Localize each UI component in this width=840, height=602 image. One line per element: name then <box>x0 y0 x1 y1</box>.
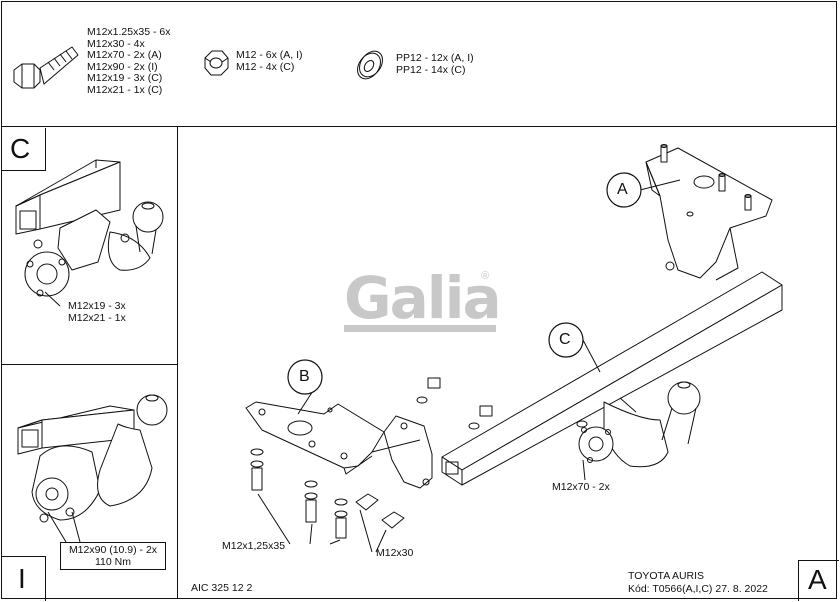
bolt-b2-label: M12x30 <box>376 547 414 559</box>
panel-a-box <box>798 560 839 601</box>
panel-c-box <box>1 128 46 171</box>
panel-c-letter: C <box>10 133 31 164</box>
nut-spec: M12 - 6x (A, I) <box>236 49 303 61</box>
panel-c-bolt-spec: M12x19 - 3x <box>68 300 126 312</box>
panel-i-torque-box: M12x90 (10.9) - 2x 110 Nm <box>60 542 166 570</box>
bolt-list: M12x1.25x35 - 6x M12x30 - 4x M12x70 - 2x… <box>87 26 171 96</box>
washer-list: PP12 - 12x (A, I) PP12 - 14x (C) <box>396 52 474 76</box>
callout-b-circle <box>287 359 323 395</box>
callout-c-circle <box>548 322 584 358</box>
bolt-spec: M12x70 - 2x (A) <box>87 49 162 61</box>
callout-c-label: C <box>559 331 571 348</box>
panel-i-hitch-illustration <box>17 394 168 543</box>
panel-a-letter: A <box>808 564 827 595</box>
panel-c-hitch-illustration <box>15 159 164 307</box>
logo-underline <box>344 325 496 332</box>
callout-a-circle <box>606 172 642 208</box>
callout-b-label: B <box>299 368 310 385</box>
vehicle-name: TOYOTA AURIS <box>628 570 705 582</box>
panel-i-bolt-spec: M12x90 (10.9) - 2x <box>68 544 158 556</box>
tow-ball-assembly <box>576 381 701 468</box>
galia-logo: Galia <box>344 264 502 332</box>
header-divider <box>1 126 837 127</box>
callout-a-label: A <box>617 181 628 198</box>
panel-i-letter: I <box>18 563 26 594</box>
bolt-spec: M12x30 - 4x <box>87 37 145 50</box>
washer-icon <box>357 50 383 80</box>
nut-icon <box>204 50 229 76</box>
panel-i-torque: 110 Nm <box>95 556 131 568</box>
panel-c-bolt-spec: M12x21 - 1x <box>68 311 126 324</box>
kod-date: Kód: T0566(A,I,C) 27. 8. 2022 <box>628 583 768 595</box>
bolt-b1-label: M12x1,25x35 <box>222 540 286 552</box>
bracket-a <box>645 144 773 281</box>
nut-list: M12 - 6x (A, I) M12 - 4x (C) <box>236 49 303 73</box>
washer-spec: PP12 - 14x (C) <box>396 63 466 76</box>
left-panel-divider <box>1 364 177 365</box>
nut-spec: M12 - 4x (C) <box>236 60 295 73</box>
left-column-divider <box>177 126 178 599</box>
bolt-spec: M12x21 - 1x (C) <box>87 83 163 96</box>
bolt-spec: M12x90 - 2x (I) <box>87 60 158 73</box>
bolt-spec: M12x1.25x35 - 6x <box>87 26 171 38</box>
panel-i-box <box>1 556 46 601</box>
bracket-b <box>245 401 433 489</box>
panel-c-bolt-list: M12x19 - 3x M12x21 - 1x <box>68 300 126 324</box>
bolts-b <box>250 377 493 539</box>
registered-mark: ® <box>481 270 490 282</box>
drawing-code: AIC 325 12 2 <box>191 582 253 594</box>
bolt-a-label: M12x70 - 2x <box>552 481 610 493</box>
cross-tube <box>441 271 783 486</box>
bolt-spec: M12x19 - 3x (C) <box>87 72 163 84</box>
bolt-icon <box>13 46 79 89</box>
washer-spec: PP12 - 12x (A, I) <box>396 52 474 64</box>
